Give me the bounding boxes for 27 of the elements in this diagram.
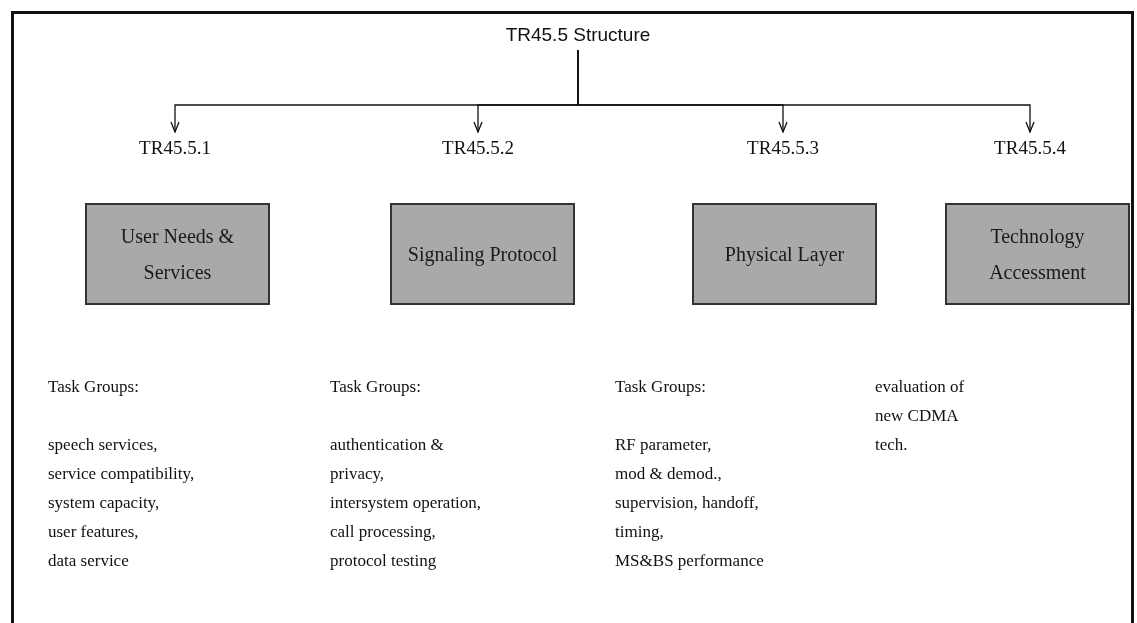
task-text: mod & demod., [615, 463, 723, 485]
group-id: TR45.5.3 [728, 134, 838, 162]
task-text: data service [48, 550, 130, 572]
task-text: Task Groups: [48, 376, 140, 398]
group-box: User Needs & Services [85, 203, 270, 305]
group-box: Physical Layer [692, 203, 877, 305]
group-id: TR45.5.2 [423, 134, 533, 162]
task-text: supervision, handoff, [615, 492, 760, 514]
task-text: service compatibility, [48, 463, 196, 485]
task-text: Task Groups: [615, 376, 707, 398]
task-text: user features, [48, 521, 140, 543]
group-id: TR45.5.4 [975, 134, 1085, 162]
task-text: system capacity, [48, 492, 161, 514]
group-box: Technology Accessment [945, 203, 1130, 305]
arrow [577, 49, 1035, 133]
task-text: Task Groups: [330, 376, 422, 398]
task-text: speech services, [48, 434, 159, 456]
task-text: RF parameter, [615, 434, 713, 456]
task-text: intersystem operation, [330, 492, 483, 514]
task-text: timing, [615, 521, 665, 543]
group-box: Signaling Protocol [390, 203, 575, 305]
task-text: evaluation of new CDMA tech. [875, 376, 966, 456]
task-text: call processing, [330, 521, 437, 543]
group-id: TR45.5.1 [120, 134, 230, 162]
task-text: MS&BS performance [615, 550, 765, 572]
diagram-title: TR45.5 Structure [478, 20, 678, 50]
task-text: protocol testing [330, 550, 438, 572]
